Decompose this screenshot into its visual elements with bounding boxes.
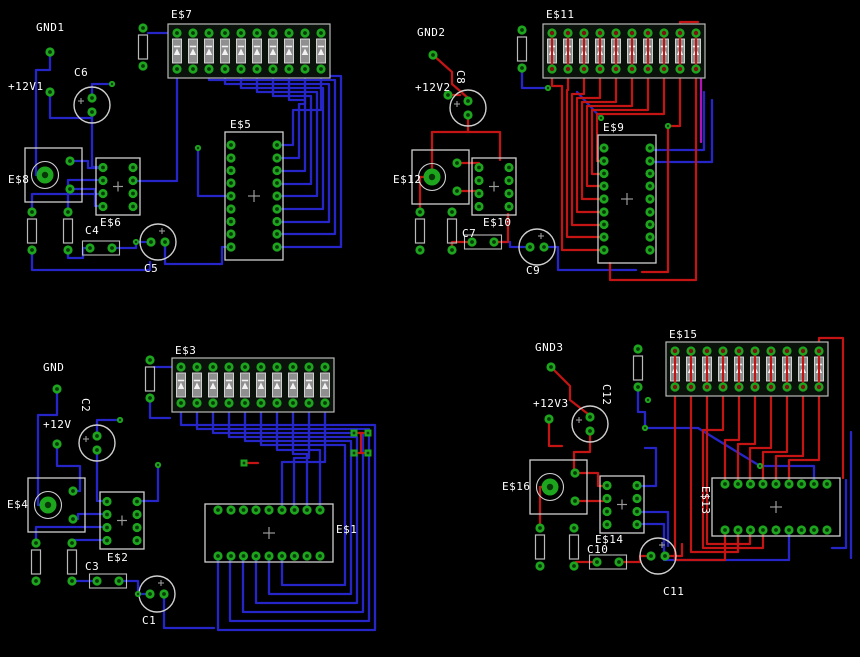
label-gnd2[interactable]: GND2 <box>417 26 446 39</box>
label-c10[interactable]: C10 <box>587 543 608 556</box>
pad-gnd[interactable] <box>52 384 62 394</box>
label-c11[interactable]: C11 <box>663 585 684 598</box>
label-e6[interactable]: E$6 <box>100 216 121 229</box>
label-gnd1[interactable]: GND1 <box>36 21 65 34</box>
component-r8[interactable] <box>31 538 40 585</box>
via[interactable] <box>644 396 652 404</box>
pad-gnd3[interactable] <box>546 362 556 372</box>
component-e2-ic8[interactable] <box>100 492 144 549</box>
smd-pad[interactable] <box>364 429 372 437</box>
label-c3[interactable]: C3 <box>85 560 99 573</box>
label-gnd[interactable]: GND <box>43 361 64 374</box>
label-e13[interactable]: E$13 <box>699 486 712 515</box>
via[interactable] <box>756 462 764 470</box>
component-r5[interactable] <box>415 207 424 254</box>
component-e7-diode-array[interactable] <box>168 24 330 78</box>
component-r6[interactable] <box>447 207 456 254</box>
component-e3-diode-array[interactable] <box>172 358 334 412</box>
via[interactable] <box>116 416 124 424</box>
component-r10[interactable] <box>633 344 642 391</box>
component-e11-diode-array[interactable] <box>543 24 705 78</box>
component-e6-ic8[interactable] <box>96 158 140 215</box>
pad-gnd1[interactable] <box>45 47 55 57</box>
via[interactable] <box>154 461 162 469</box>
label-12v[interactable]: +12V <box>43 418 72 431</box>
label-e9[interactable]: E$9 <box>603 121 624 134</box>
smd-pad[interactable] <box>240 459 248 467</box>
board-2: GND2 E$11 +12V2 C8 E$12 E$10 C7 C9 E$9 <box>393 8 714 282</box>
component-c4-cap[interactable] <box>83 241 120 255</box>
label-12v1[interactable]: +12V1 <box>8 80 44 93</box>
via[interactable] <box>132 238 140 246</box>
label-gnd3[interactable]: GND3 <box>535 341 564 354</box>
smd-pad[interactable] <box>364 449 372 457</box>
label-e12[interactable]: E$12 <box>393 173 422 186</box>
via[interactable] <box>108 80 116 88</box>
component-e4-trimmer[interactable] <box>28 478 85 532</box>
component-e10-ic8[interactable] <box>472 158 516 215</box>
label-e10[interactable]: E$10 <box>483 216 512 229</box>
pad-gnd2[interactable] <box>428 50 438 60</box>
label-e15[interactable]: E$15 <box>669 328 698 341</box>
board-1: GND1 E$7 +12V1 C6 E$8 E$6 C4 C5 E$5 <box>8 8 343 275</box>
component-r12[interactable] <box>569 523 578 570</box>
component-e15-diode-array[interactable] <box>666 342 828 396</box>
label-c5[interactable]: C5 <box>144 262 158 275</box>
via[interactable] <box>134 590 142 598</box>
pad-12v[interactable] <box>52 439 62 449</box>
label-c9[interactable]: C9 <box>526 264 540 277</box>
label-c1[interactable]: C1 <box>142 614 156 627</box>
component-e14-ic8[interactable] <box>600 476 644 533</box>
via[interactable] <box>664 122 672 130</box>
component-c10-cap[interactable] <box>590 555 627 569</box>
component-c3-cap[interactable] <box>90 574 127 588</box>
component-r2[interactable] <box>27 207 36 254</box>
component-e13-main-ic[interactable] <box>712 478 840 536</box>
component-r1[interactable] <box>138 23 147 70</box>
board1-bottom-traces[interactable] <box>30 31 343 272</box>
label-e2[interactable]: E$2 <box>107 551 128 564</box>
pad-12v1[interactable] <box>45 87 55 97</box>
smd-pad[interactable] <box>350 449 358 457</box>
component-r9[interactable] <box>67 538 76 585</box>
component-r4[interactable] <box>517 25 526 72</box>
component-r11[interactable] <box>535 523 544 570</box>
label-c8[interactable]: C8 <box>454 70 467 84</box>
board2-bottom-traces[interactable] <box>498 66 714 272</box>
component-e5-main-ic[interactable] <box>225 132 283 260</box>
label-e4[interactable]: E$4 <box>7 498 28 511</box>
via[interactable] <box>544 84 552 92</box>
label-e16[interactable]: E$16 <box>502 480 531 493</box>
label-c4[interactable]: C4 <box>85 224 99 237</box>
label-e11[interactable]: E$11 <box>546 8 575 21</box>
label-e1[interactable]: E$1 <box>336 523 357 536</box>
label-12v2[interactable]: +12V2 <box>415 81 451 94</box>
label-e8[interactable]: E$8 <box>8 173 29 186</box>
label-c6[interactable]: C6 <box>74 66 88 79</box>
label-e5[interactable]: E$5 <box>230 118 251 131</box>
pad-12v3[interactable] <box>544 414 554 424</box>
via[interactable] <box>194 144 202 152</box>
label-e14[interactable]: E$14 <box>595 533 624 546</box>
label-c7[interactable]: C7 <box>462 227 476 240</box>
component-e1-main-ic[interactable] <box>205 504 333 562</box>
component-r3[interactable] <box>63 207 72 254</box>
component-e9-main-ic[interactable] <box>598 135 656 263</box>
label-c12[interactable]: C12 <box>600 384 613 405</box>
component-r7[interactable] <box>145 355 154 402</box>
label-c2[interactable]: C2 <box>79 398 92 412</box>
via[interactable] <box>641 424 649 432</box>
board-3: GND E$3 +12V C2 E$4 E$2 C3 C1 E$1 <box>7 344 377 632</box>
board2-top-traces[interactable] <box>418 20 700 282</box>
board-4: GND3 E$15 +12V3 C12 E$16 E$14 C10 C11 E$… <box>502 328 853 598</box>
board3-bottom-traces[interactable] <box>34 365 377 632</box>
label-12v3[interactable]: +12V3 <box>533 397 569 410</box>
component-e16-trimmer[interactable] <box>530 460 587 514</box>
smd-pad[interactable] <box>350 429 358 437</box>
label-e7[interactable]: E$7 <box>171 8 192 21</box>
label-e3[interactable]: E$3 <box>175 344 196 357</box>
